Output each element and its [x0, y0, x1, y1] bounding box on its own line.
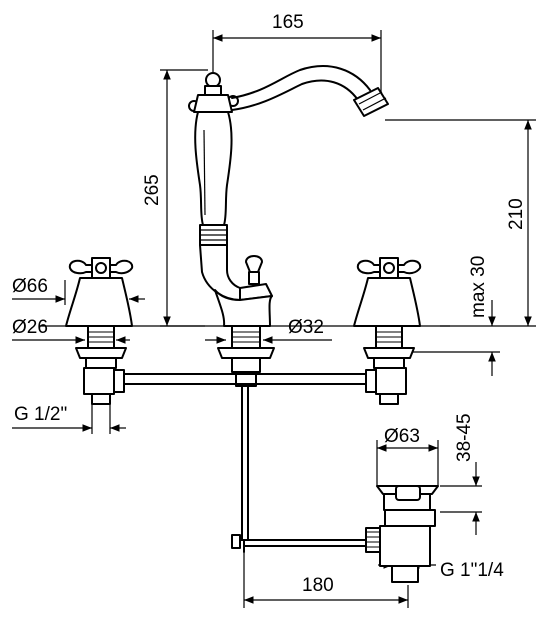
dim-diameter-63: Ø63: [384, 426, 420, 447]
dim-265: 265: [142, 174, 163, 206]
dimension-labels: 165 265 210 max 30 Ø66 Ø26 Ø32 G 1/2" Ø6…: [12, 12, 527, 596]
dim-165: 165: [272, 12, 304, 33]
dim-180: 180: [302, 575, 334, 596]
dim-drain-thread: G 1"1/4: [440, 560, 504, 581]
dim-38-45: 38-45: [454, 413, 475, 462]
drain-assembly: [365, 485, 439, 583]
connector-pipe: [123, 373, 367, 385]
popup-rod: [231, 385, 373, 553]
dim-inlet-thread: G 1/2": [14, 404, 67, 425]
left-handle-valve: [65, 257, 134, 405]
dim-diameter-66: Ø66: [12, 276, 48, 297]
dim-diameter-32: Ø32: [288, 317, 324, 338]
spout-body: [188, 65, 389, 387]
dim-diameter-26: Ø26: [12, 317, 48, 338]
right-handle-valve: [353, 257, 422, 405]
dim-210: 210: [506, 198, 527, 230]
dim-max-30: max 30: [468, 256, 489, 318]
